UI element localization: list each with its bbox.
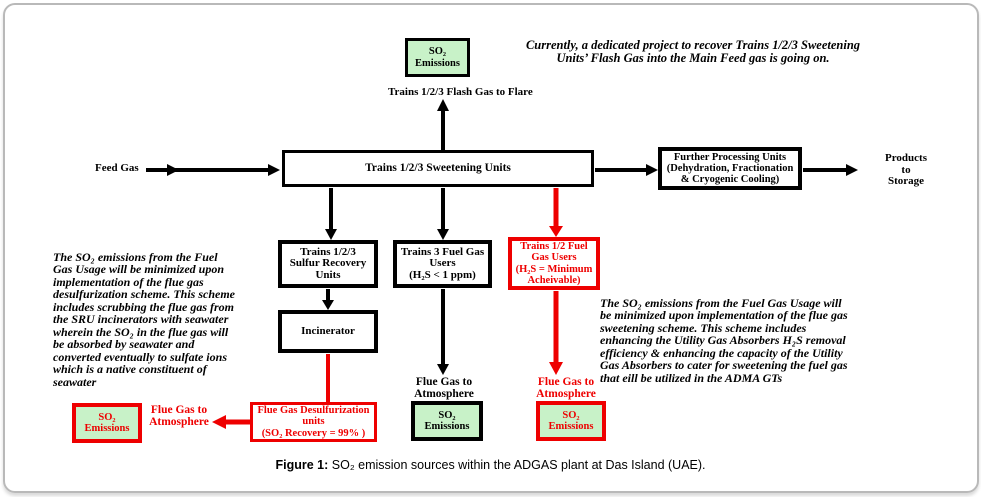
sweetening-units-box: Trains 1/2/3 Sweetening Units bbox=[282, 150, 594, 187]
feed-gas-label: Feed Gas bbox=[95, 162, 139, 174]
figure-caption-prefix: Figure 1: bbox=[275, 458, 329, 472]
so2-emissions-box-mid: SO₂ Emissions bbox=[411, 401, 483, 441]
flue-gas-atmosphere-label-mid: Flue Gas to Atmosphere bbox=[414, 376, 474, 401]
so2-emissions-box-top: SO₂ Emissions bbox=[405, 38, 470, 77]
products-to-storage-label: Products to Storage bbox=[885, 152, 927, 188]
trains3-fuel-gas-users-box: Trains 3 Fuel Gas Users (H₂S < 1 ppm) bbox=[393, 240, 492, 288]
flash-gas-to-flare-label: Trains 1/2/3 Flash Gas to Flare bbox=[388, 86, 533, 98]
flue-gas-desulfurization-box: Flue Gas Desulfurization units (SO₂ Reco… bbox=[250, 402, 377, 442]
figure-caption: Figure 1: SO₂ emission sources within th… bbox=[0, 458, 981, 472]
flash-gas-recovery-note: Currently, a dedicated project to recove… bbox=[525, 38, 861, 65]
so2-emissions-box-left: SO₂ Emissions bbox=[72, 403, 142, 443]
sulfur-recovery-box: Trains 1/2/3 Sulfur Recovery Units bbox=[278, 240, 378, 288]
flue-gas-atmosphere-label-left: Flue Gas to Atmosphere bbox=[149, 404, 209, 429]
incinerator-box: Incinerator bbox=[278, 310, 378, 353]
flue-gas-atmosphere-label-right: Flue Gas to Atmosphere bbox=[536, 376, 596, 401]
so2-emissions-box-right: SO₂ Emissions bbox=[536, 401, 606, 441]
figure-caption-text: SO₂ emission sources within the ADGAS pl… bbox=[328, 458, 706, 472]
trains12-fuel-gas-users-box: Trains 1/2 Fuel Gas Users (H₂S = Minimum… bbox=[508, 237, 600, 290]
sweetening-scheme-note: The SO₂ emissions from the Fuel Gas Usag… bbox=[600, 296, 848, 385]
desulfurization-scheme-note: The SO₂ emissions from the Fuel Gas Usag… bbox=[53, 250, 236, 389]
further-processing-box: Further Processing Units (Dehydration, F… bbox=[658, 147, 802, 190]
